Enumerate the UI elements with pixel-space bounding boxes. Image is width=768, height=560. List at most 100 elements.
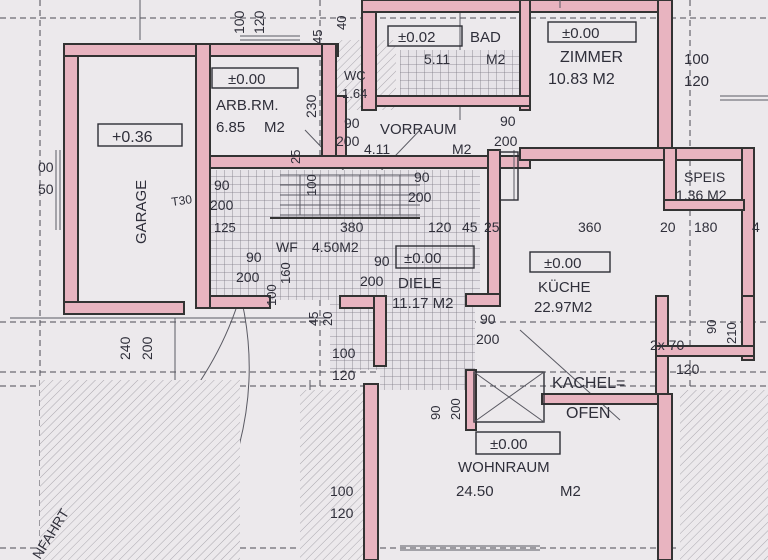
dim-45: 45 bbox=[462, 219, 478, 235]
kachelofen-line1: KACHEL= bbox=[552, 375, 625, 392]
walls bbox=[63, 0, 755, 560]
dim-o200: 200 bbox=[448, 398, 463, 420]
dim-right-100: 100 bbox=[684, 51, 709, 68]
dim-wf-200: 200 bbox=[236, 269, 260, 285]
dim-wf-90: 90 bbox=[246, 249, 262, 265]
dim-arb-230: 230 bbox=[303, 94, 319, 118]
arbrm-area: 6.85 bbox=[216, 119, 245, 136]
dim-st-125: 125 bbox=[214, 220, 236, 235]
kachelofen-box bbox=[473, 371, 545, 423]
diele-name: DIELE bbox=[398, 275, 441, 292]
wc-area: 1.64 bbox=[342, 86, 367, 101]
dim-t30: T30 bbox=[170, 192, 193, 209]
speis-area: 1.36 M2 bbox=[676, 187, 727, 203]
dim-wf-100: 100 bbox=[264, 284, 279, 306]
dim-k120: 120 bbox=[676, 361, 700, 377]
dim-mid-90: 90 bbox=[414, 169, 430, 185]
kueche-area: 22.97M2 bbox=[534, 299, 592, 316]
dim-right-120: 120 bbox=[684, 73, 709, 90]
dim-diele-200: 200 bbox=[360, 273, 384, 289]
dim-360: 360 bbox=[578, 219, 602, 235]
bad-level: ±0.02 bbox=[398, 29, 435, 46]
zimmer-area: 10.83 M2 bbox=[548, 71, 615, 88]
wf-area: 4.50M2 bbox=[312, 239, 359, 255]
dim-mid-100: 100 bbox=[304, 174, 319, 196]
arbrm-name: ARB.RM. bbox=[216, 97, 279, 114]
bad-unit: M2 bbox=[486, 51, 506, 67]
wohnraum-level: ±0.00 bbox=[490, 436, 527, 453]
vorraum-unit: M2 bbox=[452, 141, 472, 157]
kueche-name: KÜCHE bbox=[538, 278, 591, 296]
arbrm-level: ±0.00 bbox=[228, 71, 265, 88]
terrace-hatch-bottom bbox=[300, 390, 370, 560]
dim-mid-200: 200 bbox=[408, 189, 432, 205]
arbrm-level-box bbox=[211, 67, 299, 89]
dim-d-200: 200 bbox=[476, 331, 500, 347]
bad-level-box bbox=[387, 25, 463, 47]
vorraum-area: 4.11 bbox=[364, 141, 390, 157]
garage-name: GARAGE bbox=[133, 180, 150, 244]
dim-st-90: 90 bbox=[214, 177, 230, 193]
kueche-level-box bbox=[529, 251, 611, 273]
zimmer-level: ±0.00 bbox=[562, 25, 599, 42]
dim-25: 25 bbox=[484, 219, 500, 235]
dim-380: 380 bbox=[340, 219, 364, 235]
vorraum-name: VORRAUM bbox=[380, 121, 457, 138]
dim-wf-160: 160 bbox=[278, 262, 293, 284]
wohnraum-level-box bbox=[475, 431, 561, 455]
dim-wc-45: 45 bbox=[310, 30, 325, 44]
arbrm-unit: M2 bbox=[264, 119, 285, 136]
wohnraum-unit: M2 bbox=[560, 483, 581, 500]
dim-20: 20 bbox=[660, 219, 676, 235]
dim-k210: 210 bbox=[724, 322, 739, 344]
garage-level-box bbox=[97, 123, 183, 147]
kueche-level: ±0.00 bbox=[544, 255, 581, 272]
dimension-labels: 100 120 230 45 40 90 200 90 200 100 120 … bbox=[38, 10, 760, 521]
dim-left-50: 50 bbox=[38, 181, 54, 197]
dim-vor-90b: 90 bbox=[500, 113, 516, 129]
dim-d-90: 90 bbox=[480, 311, 496, 327]
dim-diele-90: 90 bbox=[374, 253, 390, 269]
wohnraum-name: WOHNRAUM bbox=[458, 459, 550, 476]
garage-level: +0.36 bbox=[112, 129, 153, 146]
dim-mid-25: 25 bbox=[288, 150, 303, 164]
dim-top-100: 100 bbox=[231, 10, 247, 34]
dim-o90: 90 bbox=[428, 406, 443, 420]
dim-p120: 120 bbox=[332, 367, 356, 383]
wc-name: WC bbox=[344, 68, 366, 83]
terrace-hatch-left bbox=[40, 380, 240, 560]
speis-name: SPEIS bbox=[684, 169, 725, 185]
dim-top-120: 120 bbox=[251, 10, 267, 34]
dim-g200: 200 bbox=[139, 336, 155, 360]
dim-g240: 240 bbox=[117, 336, 133, 360]
dim-vor-200a: 200 bbox=[336, 133, 360, 149]
bad-name: BAD bbox=[470, 29, 501, 46]
dim-k90: 90 bbox=[704, 320, 719, 334]
dim-180: 180 bbox=[694, 219, 718, 235]
terrace-hatch-right bbox=[680, 390, 768, 560]
diele-level-box bbox=[395, 245, 475, 269]
staircase bbox=[270, 174, 420, 219]
zimmer-name: ZIMMER bbox=[560, 49, 623, 66]
dim-vor-90a: 90 bbox=[344, 115, 360, 131]
diele-area: 11.17 M2 bbox=[392, 295, 453, 312]
kachelofen-line2: OFEN bbox=[566, 405, 610, 422]
dim-k2x70: 2x 70 bbox=[650, 337, 684, 353]
diele-level: ±0.00 bbox=[404, 250, 441, 267]
tiled-floor-corridor bbox=[380, 300, 475, 390]
dim-w120: 120 bbox=[330, 505, 354, 521]
dim-f45: 45 bbox=[306, 312, 321, 326]
zimmer-level-box bbox=[547, 21, 637, 43]
dim-4: 4 bbox=[752, 219, 760, 235]
bad-area: 5.11 bbox=[424, 51, 450, 67]
speis-window-frame bbox=[499, 151, 519, 201]
dim-p100: 100 bbox=[332, 345, 356, 361]
wf-name: WF bbox=[276, 239, 298, 255]
dim-f20: 20 bbox=[320, 312, 335, 326]
dim-vor-200b: 200 bbox=[494, 133, 518, 149]
wohnraum-area: 24.50 bbox=[456, 483, 494, 500]
dim-120: 120 bbox=[428, 219, 452, 235]
dim-wc-40: 40 bbox=[334, 16, 349, 30]
dim-left-00: 00 bbox=[38, 159, 54, 175]
